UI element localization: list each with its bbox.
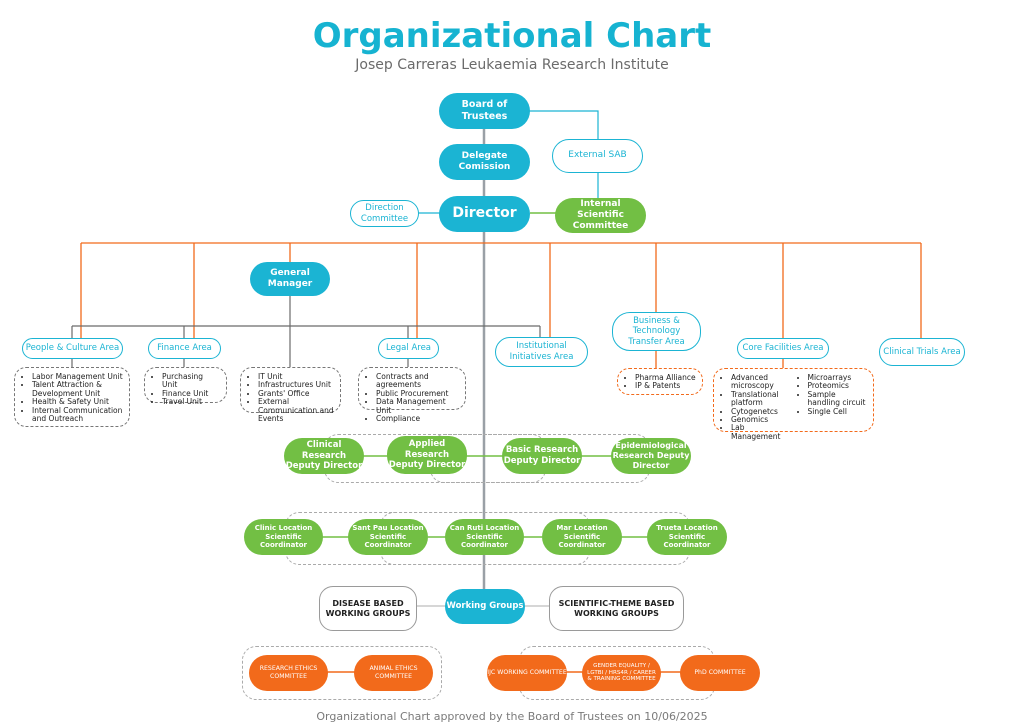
unit-list-item: Compliance	[376, 414, 459, 423]
working-groups-node: Working Groups	[445, 589, 525, 624]
director-node: Director	[439, 196, 530, 232]
unit-list-item: Cytogenetcs	[731, 407, 791, 416]
deputy-node-1: Applied Research Deputy Director	[387, 436, 467, 474]
finance-area-node: Finance Area	[148, 338, 221, 359]
unit-list-item: Grants' Office	[258, 389, 334, 398]
committee-node-0: RESEARCH ETHICS COMMITTEE	[249, 655, 328, 691]
unit-list-item: Pharma Alliance	[635, 373, 696, 382]
unit-list-item: Travel Unit	[162, 397, 220, 406]
internal-scientific-committee-node: Internal Scientific Committee	[555, 198, 646, 233]
location-node-3: Mar Location Scientific Coordinator	[542, 519, 622, 555]
disease-based-working-groups-node: DISEASE BASED WORKING GROUPS	[319, 586, 417, 631]
unit-list-item: IT Unit	[258, 372, 334, 381]
ethics-committees-frame	[242, 646, 442, 700]
general-manager-units-list: IT UnitInfrastructures UnitGrants' Offic…	[240, 367, 341, 423]
unit-list-item: Purchasing Unit	[162, 372, 220, 390]
committee-node-2: IJC WORKING COMMITTEE	[487, 655, 567, 691]
core-facilities-area-node: Core Facilities Area	[737, 338, 829, 359]
unit-list-item: Single Cell	[808, 407, 868, 416]
unit-list-item: Translational platform	[731, 390, 791, 408]
unit-list-item: External Communication and Events	[258, 397, 334, 423]
committee-node-4: PhD COMMITTEE	[680, 655, 760, 691]
business-technology-transfer-area-node: Business & Technology Transfer Area	[612, 312, 701, 351]
chart-title: Organizational Chart	[312, 16, 712, 56]
business-units-list: Pharma AllianceIP & Patents	[617, 368, 703, 395]
people-units-list: Labor Management UnitTalent Attraction &…	[14, 367, 130, 427]
unit-list-item: IP & Patents	[635, 381, 696, 390]
people-culture-area-node: People & Culture Area	[22, 338, 123, 359]
direction-committee-node: Direction Committee	[350, 200, 419, 227]
unit-list-item: Infrastructures Unit	[258, 380, 334, 389]
clinical-trials-area-node: Clinical Trials Area	[879, 338, 965, 366]
finance-units-list: Purchasing UnitFinance UnitTravel Unit	[144, 367, 227, 406]
unit-list-item: Internal Communication and Outreach	[32, 406, 123, 424]
location-node-2: Can Ruti Location Scientific Coordinator	[445, 519, 524, 555]
location-node-4: Trueta Location Scientific Coordinator	[647, 519, 727, 555]
unit-list-item: Lab Management	[731, 424, 791, 441]
unit-list-item: Contracts and agreements	[376, 372, 459, 390]
unit-list-item: Health & Safety Unit	[32, 397, 123, 406]
committee-node-1: ANIMAL ETHICS COMMITTEE	[354, 655, 433, 691]
unit-list-item: Advanced microscopy	[731, 373, 791, 391]
unit-list-item: Sample handling circuit	[808, 390, 868, 408]
unit-list-item: Proteomics	[808, 381, 868, 390]
unit-list-item: Talent Attraction & Development Unit	[32, 381, 123, 398]
external-sab-node: External SAB	[552, 139, 643, 173]
deputy-node-3: Epidemiological Research Deputy Director	[611, 438, 691, 474]
unit-list-item: Data Management Unit	[376, 398, 459, 415]
unit-list-item: Public Procurement	[376, 389, 459, 398]
deputy-node-2: Basic Research Deputy Director	[502, 438, 582, 474]
deputy-node-0: Clinical Research Deputy Director	[284, 438, 364, 474]
core-facilities-units-list: Advanced microscopyTranslational platfor…	[713, 368, 874, 440]
unit-list-item: Microarrays	[808, 373, 868, 382]
location-node-1: Sant Pau Location Scientific Coordinator	[348, 519, 428, 555]
legal-area-node: Legal Area	[378, 338, 439, 359]
legal-units-list: Contracts and agreementsPublic Procureme…	[358, 367, 466, 423]
delegate-comission-node: Delegate Comission	[439, 144, 530, 180]
chart-subtitle: Josep Carreras Leukaemia Research Instit…	[355, 57, 669, 73]
board-of-trustees-node: Board of Trustees	[439, 93, 530, 129]
unit-list-item: Finance Unit	[162, 389, 220, 398]
general-manager-node: General Manager	[250, 262, 330, 296]
location-node-0: Clinic Location Scientific Coordinator	[244, 519, 323, 555]
institutional-initiatives-area-node: Institutional Initiatives Area	[495, 337, 588, 367]
chart-footer: Organizational Chart approved by the Boa…	[316, 710, 708, 723]
unit-list-item: Labor Management Unit	[32, 372, 123, 381]
committee-node-3: GENDER EQUALITY / LGTBI / HRS4R / CAREER…	[582, 655, 661, 691]
unit-list-item: Genomics	[731, 415, 791, 424]
scientific-theme-working-groups-node: SCIENTIFIC-THEME BASED WORKING GROUPS	[549, 586, 684, 631]
